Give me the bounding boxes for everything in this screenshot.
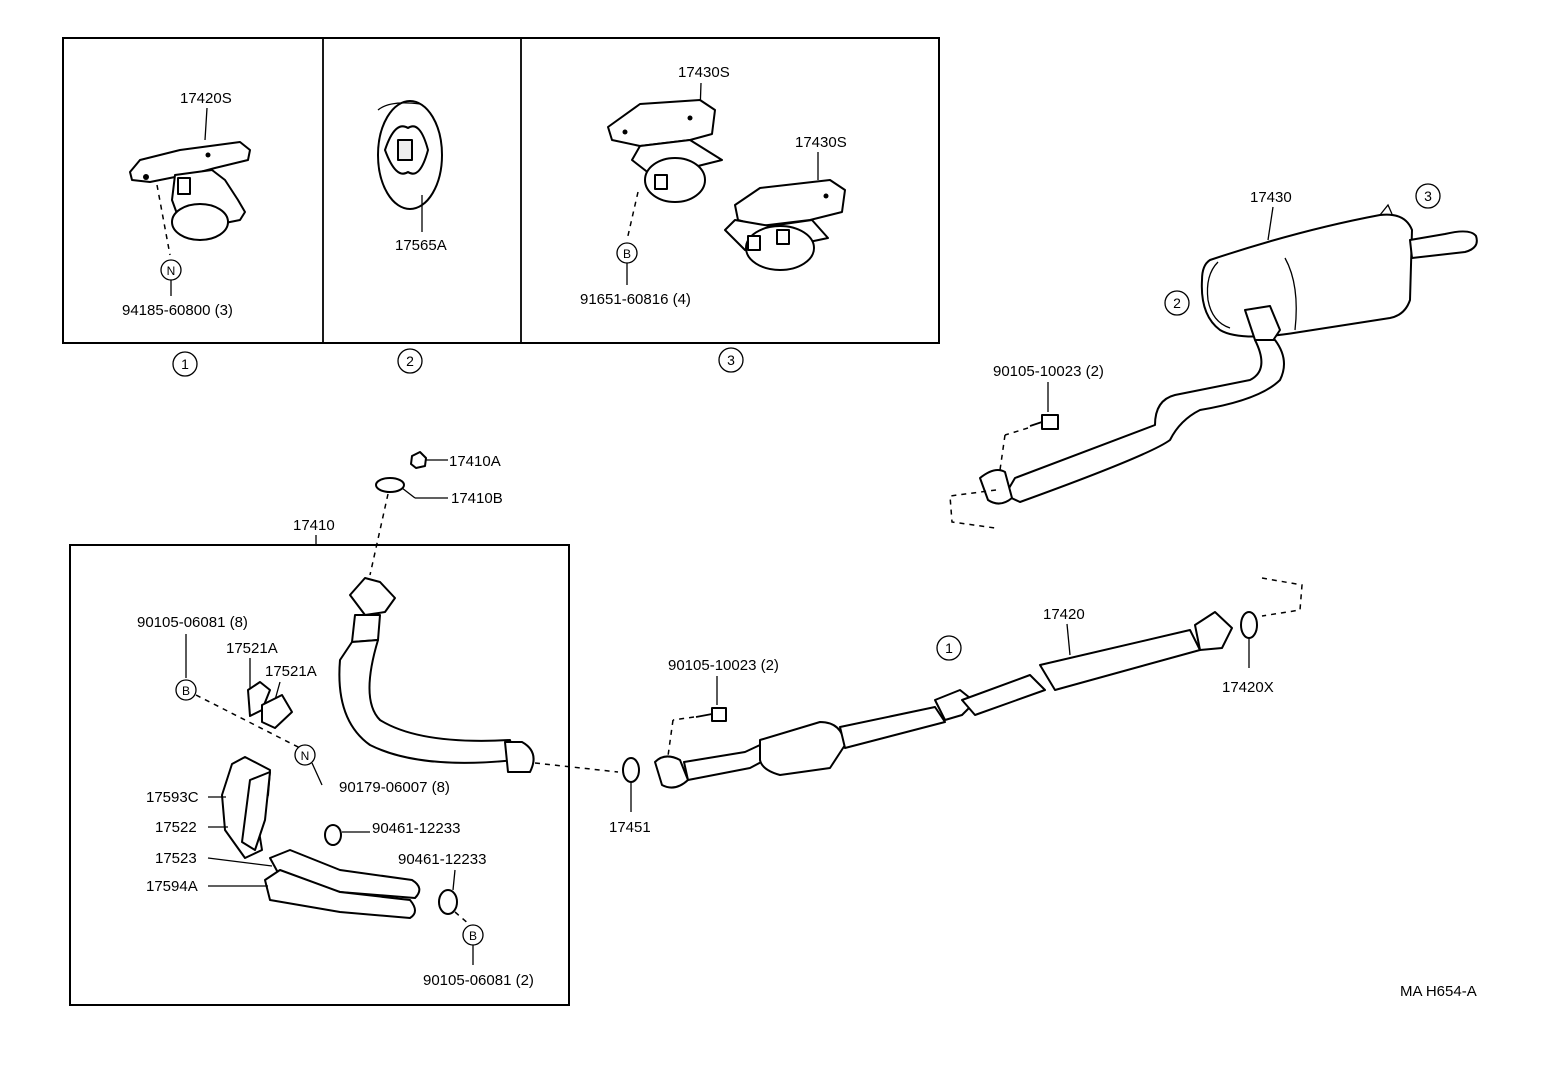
inset-frame [62,37,940,344]
bolt-icon [1029,414,1059,430]
part-label-17521A-2[interactable]: 17521A [265,663,317,680]
ref-number-3: 3 [1424,188,1432,204]
part-label-90105-06081-2[interactable]: 90105-06081 (2) [423,972,534,989]
ref-circle-3-icon [1415,183,1441,209]
symbol-B: B [182,684,190,698]
part-label-90105-10023-center[interactable]: 90105-10023 (2) [668,657,779,674]
ref-circle-1-icon [936,635,962,661]
front-assembly-frame [69,544,570,1006]
rubber-mount-icon [724,179,846,271]
inset-number-1: 1 [181,356,189,372]
part-label-17593C[interactable]: 17593C [146,789,199,806]
part-label-17521A-1[interactable]: 17521A [226,640,278,657]
dashed-leader [999,434,1006,471]
leader-line [1267,206,1274,241]
gasket-icon [1240,611,1258,639]
symbol-B: B [469,929,477,943]
symbol-B: B [623,247,631,261]
inset-number-3: 3 [727,352,735,368]
part-label-17410[interactable]: 17410 [293,517,335,534]
dashed-leader [1004,427,1029,436]
part-label-90105-06081-8[interactable]: 90105-06081 (8) [137,614,248,631]
center-pipe-group[interactable]: 17451 90105-10023 (2) 17420 1 17420X [609,577,1303,836]
dashed-leader [534,762,619,773]
ref-circle-1-icon [172,351,198,377]
inset-panel [62,37,940,344]
gasket-ring-icon [375,477,405,493]
heat-insulator-icon [221,756,421,919]
clamp-icon [438,889,458,915]
leader-line [207,857,273,867]
part-label-17430[interactable]: 17430 [1250,189,1292,206]
front-pipe-icon [338,577,535,773]
insulator-icon [247,681,293,729]
diagram-code: MA H654-A [1400,983,1477,1000]
inset-1[interactable]: 17420S N 94185-60800 (3) [122,90,251,319]
part-label-17451[interactable]: 17451 [609,819,651,836]
dashed-outline [1261,577,1303,617]
part-label-17594A[interactable]: 17594A [146,878,198,895]
flange-icon [979,469,1013,505]
leader-line [401,487,416,499]
dashed-leader [156,184,171,256]
inset-3[interactable]: 17430S 17430S B 91651-60816 (4) [580,64,847,308]
inset-2[interactable]: 17565A [377,100,447,254]
dashed-leader [667,719,674,757]
part-label-17420[interactable]: 17420 [1043,606,1085,623]
ref-number-1: 1 [945,640,953,656]
part-label-17522[interactable]: 17522 [155,819,197,836]
bolt-icon [695,707,727,722]
symbol-N: N [167,264,176,278]
part-label-90461-12233-1[interactable]: 90461-12233 [372,820,460,837]
front-assembly-group[interactable]: 17410 17410A 17410B 90105-06081 (8) B 17… [69,451,619,1006]
part-label-94185-60800[interactable]: 94185-60800 (3) [122,302,233,319]
part-label-90179-06007[interactable]: 90179-06007 (8) [339,779,450,796]
leader-line [204,107,208,141]
rubber-mount-icon [129,141,251,241]
gasket-icon [410,451,427,469]
leader-line [1066,623,1071,656]
part-label-17565A[interactable]: 17565A [395,237,447,254]
part-label-17420X[interactable]: 17420X [1222,679,1274,696]
muffler-icon [1200,203,1478,346]
rubber-mount-icon [607,99,723,203]
part-label-17410A[interactable]: 17410A [449,453,501,470]
ref-circle-3-icon [718,347,744,373]
hanger-icon [377,100,443,210]
ref-circle-2-icon [1164,290,1190,316]
part-label-90461-12233-2[interactable]: 90461-12233 [398,851,486,868]
clamp-icon [324,824,342,846]
part-label-17523[interactable]: 17523 [155,850,197,867]
nut-symbol-icon [294,744,316,766]
part-label-17430S-b[interactable]: 17430S [795,134,847,151]
part-label-17420S[interactable]: 17420S [180,90,232,107]
inset-number-2: 2 [406,353,414,369]
gasket-icon [622,757,640,783]
dashed-leader [369,493,389,576]
dashed-outline [949,489,997,529]
dashed-leader [672,716,695,721]
part-label-90105-10023-rear[interactable]: 90105-10023 (2) [993,363,1104,380]
dashed-leader [454,911,471,926]
center-pipe-icon [654,611,1233,789]
symbol-N: N [301,749,310,763]
dashed-leader [626,191,639,241]
leader-line [311,762,323,786]
part-label-91651-60816[interactable]: 91651-60816 (4) [580,291,691,308]
part-label-17430S-a[interactable]: 17430S [678,64,730,81]
ref-number-2: 2 [1173,295,1181,311]
bolt-symbol-icon [175,679,197,701]
tail-pipe-icon [1004,339,1285,503]
part-label-17410B[interactable]: 17410B [451,490,503,507]
leader-line [452,869,456,891]
rear-muffler-group[interactable]: 17430 3 2 90105-10023 (2) [949,183,1478,529]
ref-circle-2-icon [397,348,423,374]
